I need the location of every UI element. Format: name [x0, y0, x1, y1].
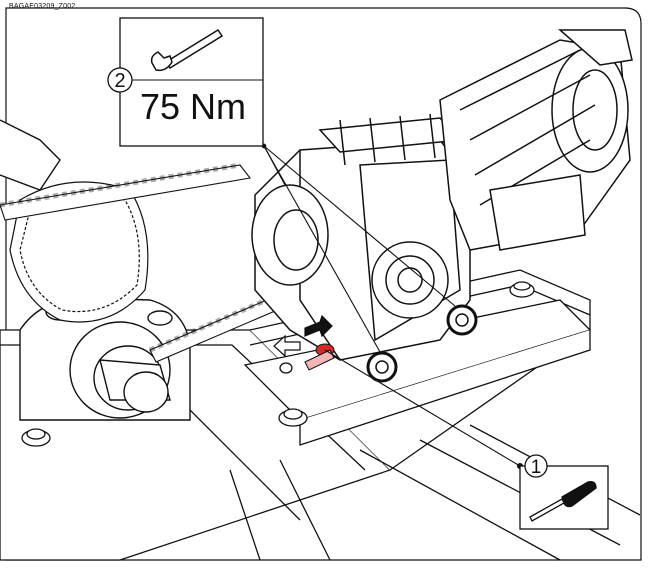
- plate-bolts: [21, 281, 535, 447]
- callout-1-marker: [524, 454, 548, 478]
- sprocket-wheel: [9, 181, 149, 323]
- arrow-left-icon: [273, 334, 301, 358]
- gearbox: [251, 113, 471, 361]
- highlighted-nuts: [366, 304, 478, 383]
- illustration-frame: [5, 7, 642, 561]
- callout-1-number: 1: [531, 457, 542, 478]
- direction-arrows: [273, 314, 333, 358]
- screwdriver-icon: [529, 480, 597, 522]
- electric-motor: [439, 29, 633, 251]
- pillow-block-bearing: [0, 119, 191, 421]
- callout-1-box: [519, 454, 609, 530]
- bolt: [279, 362, 293, 374]
- callout-2-marker: [107, 67, 133, 93]
- callout-2-leaders: [261, 143, 456, 353]
- callout-2-number: 2: [114, 70, 125, 92]
- torque-value: 75 Nm: [139, 86, 247, 127]
- wrench-icon: [150, 28, 224, 72]
- callout-2-box: [107, 17, 264, 147]
- arrow-right-icon: [304, 314, 333, 338]
- document-id: BAGAE03209_Z002: [9, 3, 76, 10]
